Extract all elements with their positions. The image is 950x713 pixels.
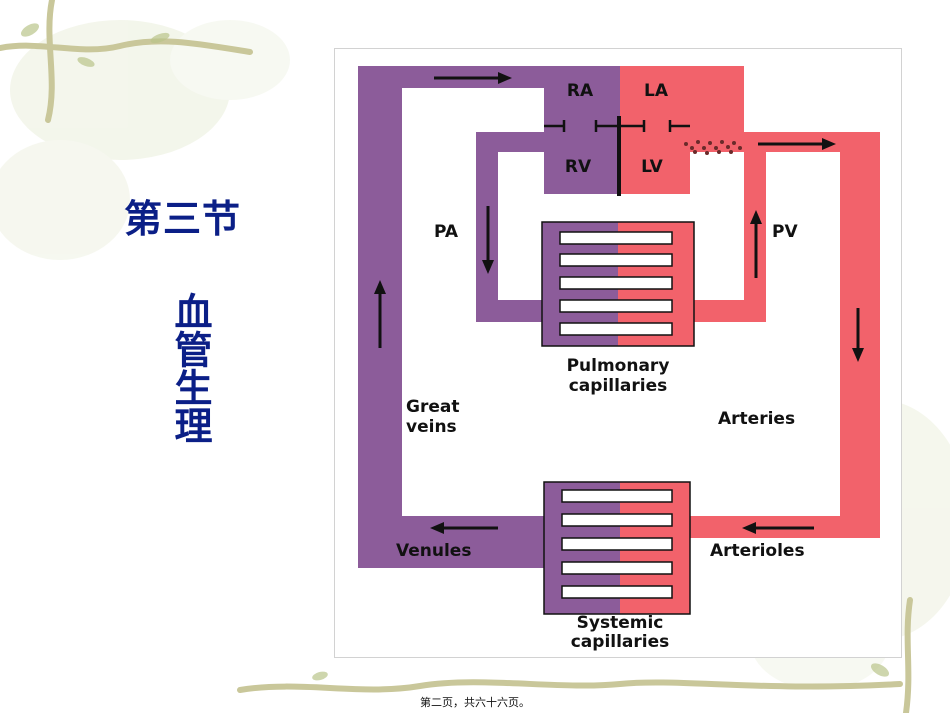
left-ventricle [620,128,690,194]
label-venules: Venules [396,541,471,561]
heart-septum [617,116,621,196]
flow-arrows [374,72,864,534]
label-systemic-capillaries-line1: Systemic [577,613,664,633]
label-rv: RV [565,157,592,177]
pulmonary-capillary-bed-outline [541,221,695,347]
left-atrium [620,66,690,124]
systemic-capillary-bed-outline [543,481,691,615]
label-systemic-capillaries-line2: capillaries [571,632,670,652]
label-arteries: Arteries [718,409,795,429]
label-ra: RA [567,81,594,101]
aortic-valve-stipple [684,140,742,155]
label-pv: PV [772,222,798,242]
label-lv: LV [641,157,663,177]
slide-footer: 第二页，共六十六页。 [420,696,530,709]
slide-subtitle-vertical: 血管生理 [168,292,213,444]
label-great-veins-line2: veins [406,417,457,437]
label-la: LA [644,81,669,101]
pulmonary-vein-vessel [694,132,766,322]
pulmonary-capillary-tubes [559,231,673,336]
pulmonary-artery-vessel [476,132,544,322]
label-pulmonary-capillaries-line1: Pulmonary [567,356,670,376]
systemic-capillary-tubes [561,489,673,599]
circulation-diagram: RA LA RV LV PA PV Pulmonary capillaries … [358,66,880,652]
label-pulmonary-capillaries-line2: capillaries [569,376,668,396]
label-great-veins-line1: Great [406,397,459,417]
valve-lines [544,120,690,132]
label-arterioles: Arterioles [710,541,805,561]
slide-title: 第三节 [124,196,242,241]
right-atrium [544,66,620,124]
label-pa: PA [434,222,459,242]
right-ventricle [544,128,620,194]
